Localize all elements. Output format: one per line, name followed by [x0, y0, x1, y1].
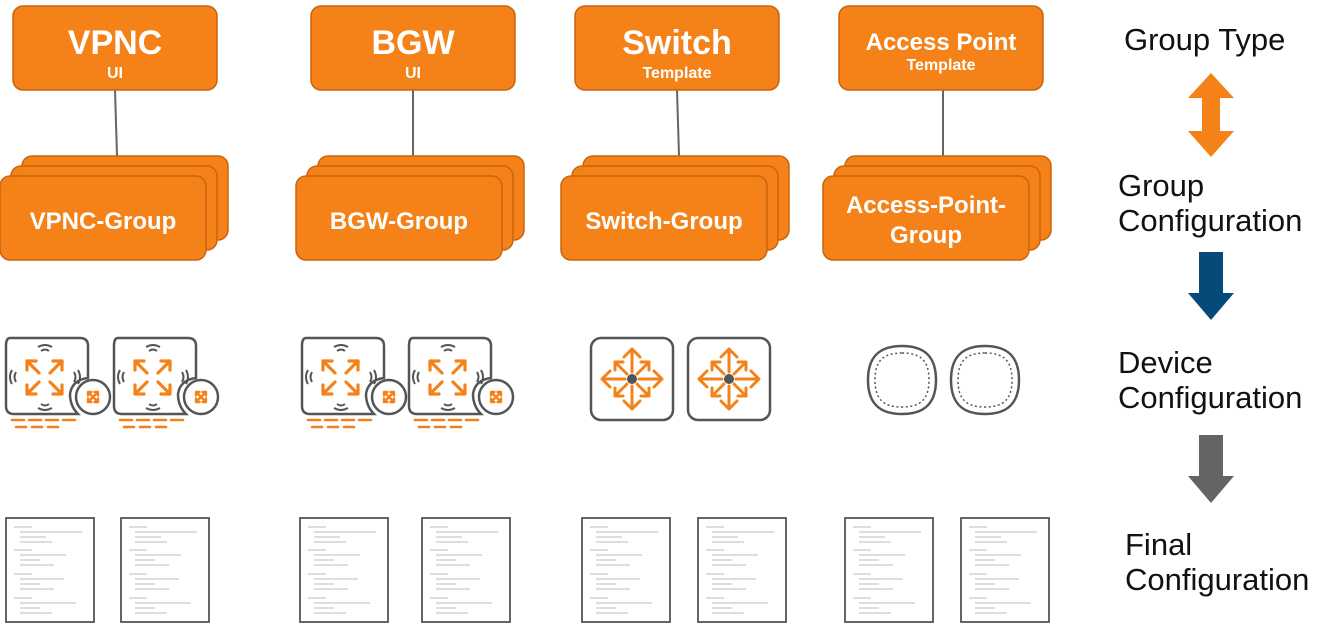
gateway-icon: [112, 336, 220, 429]
double-arrow-icon: [1188, 73, 1234, 157]
group-stack[interactable]: VPNC-Group: [0, 155, 229, 261]
configuration-document-icon: [844, 517, 934, 623]
group-name-line-1: BGW-Group: [330, 208, 468, 235]
group-type-box[interactable]: VPNC UI: [12, 5, 218, 91]
configuration-document-icon: [697, 517, 787, 623]
connector-line: [676, 89, 680, 157]
group-type-subtitle: UI: [405, 65, 421, 82]
gateway-icon: [407, 336, 515, 429]
configuration-document-icon: [5, 517, 95, 623]
gateway-icon: [4, 336, 112, 429]
access-point-icon: [949, 344, 1021, 416]
group-type-subtitle: Template: [642, 65, 711, 82]
group-stack[interactable]: Switch-Group: [560, 155, 790, 261]
group-card-3: [295, 175, 503, 261]
group-card-3: [0, 175, 207, 261]
switch-icon: [589, 336, 675, 422]
connector-line: [114, 89, 118, 157]
group-name-line-1: Access-Point-: [846, 192, 1006, 219]
group-type-subtitle: Template: [906, 57, 975, 74]
level-label-device-configuration: Device Configuration: [1118, 345, 1302, 415]
group-type-title: Switch: [622, 24, 732, 62]
group-type-box[interactable]: BGW UI: [310, 5, 516, 91]
group-name-line-2: Group: [890, 222, 962, 249]
final-configuration-label-line-1: Final: [1125, 527, 1193, 562]
device-configuration-label-line-2: Configuration: [1118, 380, 1303, 415]
group-type-title: VPNC: [68, 24, 162, 62]
level-label-final-configuration: Final Configuration: [1125, 527, 1309, 597]
group-type-label: Group Type: [1124, 22, 1286, 57]
group-configuration-label-line-1: Group: [1118, 168, 1205, 203]
access-point-icon: [866, 344, 938, 416]
group-stack[interactable]: BGW-Group: [295, 155, 525, 261]
group-column-1: VPNC UI VPNC-Group: [0, 5, 229, 623]
final-configuration-label-line-2: Configuration: [1125, 562, 1310, 597]
gateway-icon: [300, 336, 408, 429]
group-card-3: [560, 175, 768, 261]
group-type-subtitle: UI: [107, 65, 123, 82]
device-configuration-label-line-1: Device: [1118, 345, 1213, 380]
group-stack[interactable]: Access-Point- Group: [822, 155, 1052, 261]
group-column-2: BGW UI BGW-Group: [295, 5, 525, 623]
down-arrow-icon: [1188, 252, 1234, 320]
down-arrow-icon: [1188, 435, 1234, 503]
group-card-3: [822, 175, 1030, 261]
configuration-document-icon: [421, 517, 511, 623]
configuration-document-icon: [120, 517, 210, 623]
group-name-line-1: VPNC-Group: [30, 208, 177, 235]
configuration-document-icon: [960, 517, 1050, 623]
group-name-line-1: Switch-Group: [585, 208, 742, 235]
switch-icon: [686, 336, 772, 422]
group-configuration-label-line-2: Configuration: [1118, 203, 1303, 238]
group-type-title: BGW: [371, 24, 455, 62]
configuration-document-icon: [299, 517, 389, 623]
configuration-document-icon: [581, 517, 671, 623]
level-label-group-type: Group Type: [1124, 22, 1285, 57]
group-type-title: Access Point: [866, 29, 1017, 56]
level-label-group-configuration: Group Configuration: [1118, 168, 1302, 238]
